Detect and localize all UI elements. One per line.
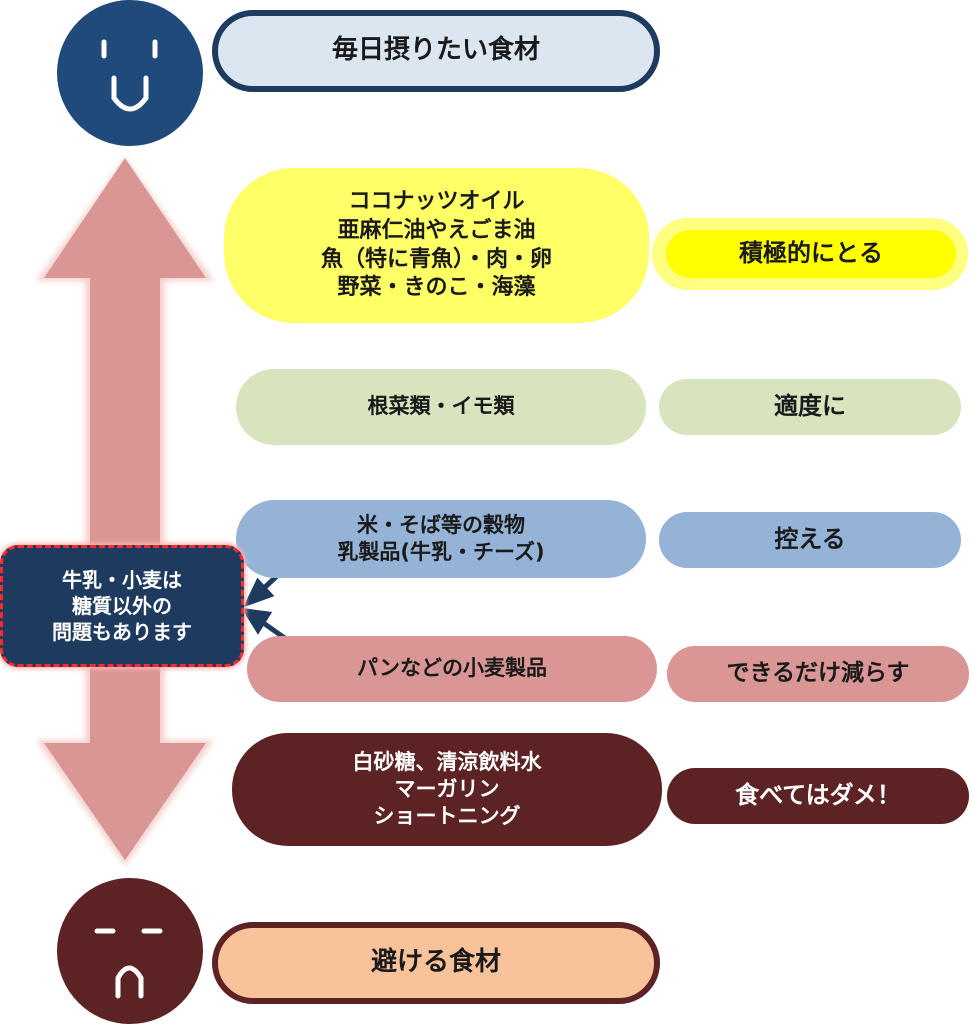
note-box: 牛乳・小麦は 糖質以外の 問題もあります <box>0 545 244 667</box>
action-2: 適度に <box>659 379 961 435</box>
food-category-2: 根菜類・イモ類 <box>236 369 646 445</box>
action-3: 控える <box>659 512 961 568</box>
note-text: 牛乳・小麦は 糖質以外の 問題もあります <box>52 568 192 644</box>
food-category-3: 米・そば等の穀物 乳製品(牛乳・チーズ) <box>236 500 646 578</box>
food-category-label: ココナッツオイル 亜麻仁油やえごま油 魚（特に青魚）・肉・卵 野菜・きのこ・海藻 <box>320 189 552 301</box>
header-daily-foods-label: 毎日摂りたい食材 <box>331 35 540 66</box>
header-daily-foods: 毎日摂りたい食材 <box>212 10 660 92</box>
action-4: できるだけ減らす <box>667 646 969 702</box>
sad-face-icon <box>57 878 203 1024</box>
food-category-5: 白砂糖、清涼飲料水 マーガリン ショートニング <box>232 733 662 846</box>
action-label: 適度に <box>774 392 846 421</box>
food-category-label: 根菜類・イモ類 <box>367 394 515 419</box>
action-label: 積極的にとる <box>739 239 883 268</box>
food-category-label: パンなどの小麦製品 <box>356 656 548 681</box>
smiley-face-icon <box>57 0 203 146</box>
action-label: 控える <box>774 525 846 554</box>
food-category-label: 米・そば等の穀物 乳製品(牛乳・チーズ) <box>337 512 545 564</box>
action-label: 食べてはダメ！ <box>735 781 901 810</box>
action-label: できるだけ減らす <box>726 660 910 687</box>
food-category-4: パンなどの小麦製品 <box>247 636 657 702</box>
food-category-1: ココナッツオイル 亜麻仁油やえごま油 魚（特に青魚）・肉・卵 野菜・きのこ・海藻 <box>224 168 649 323</box>
header-avoid-foods-label: 避ける食材 <box>370 947 501 978</box>
header-avoid-foods: 避ける食材 <box>212 922 660 1004</box>
food-category-label: 白砂糖、清涼飲料水 マーガリン ショートニング <box>352 749 542 829</box>
action-5: 食べてはダメ！ <box>667 768 969 824</box>
action-1: 積極的にとる <box>666 230 956 278</box>
